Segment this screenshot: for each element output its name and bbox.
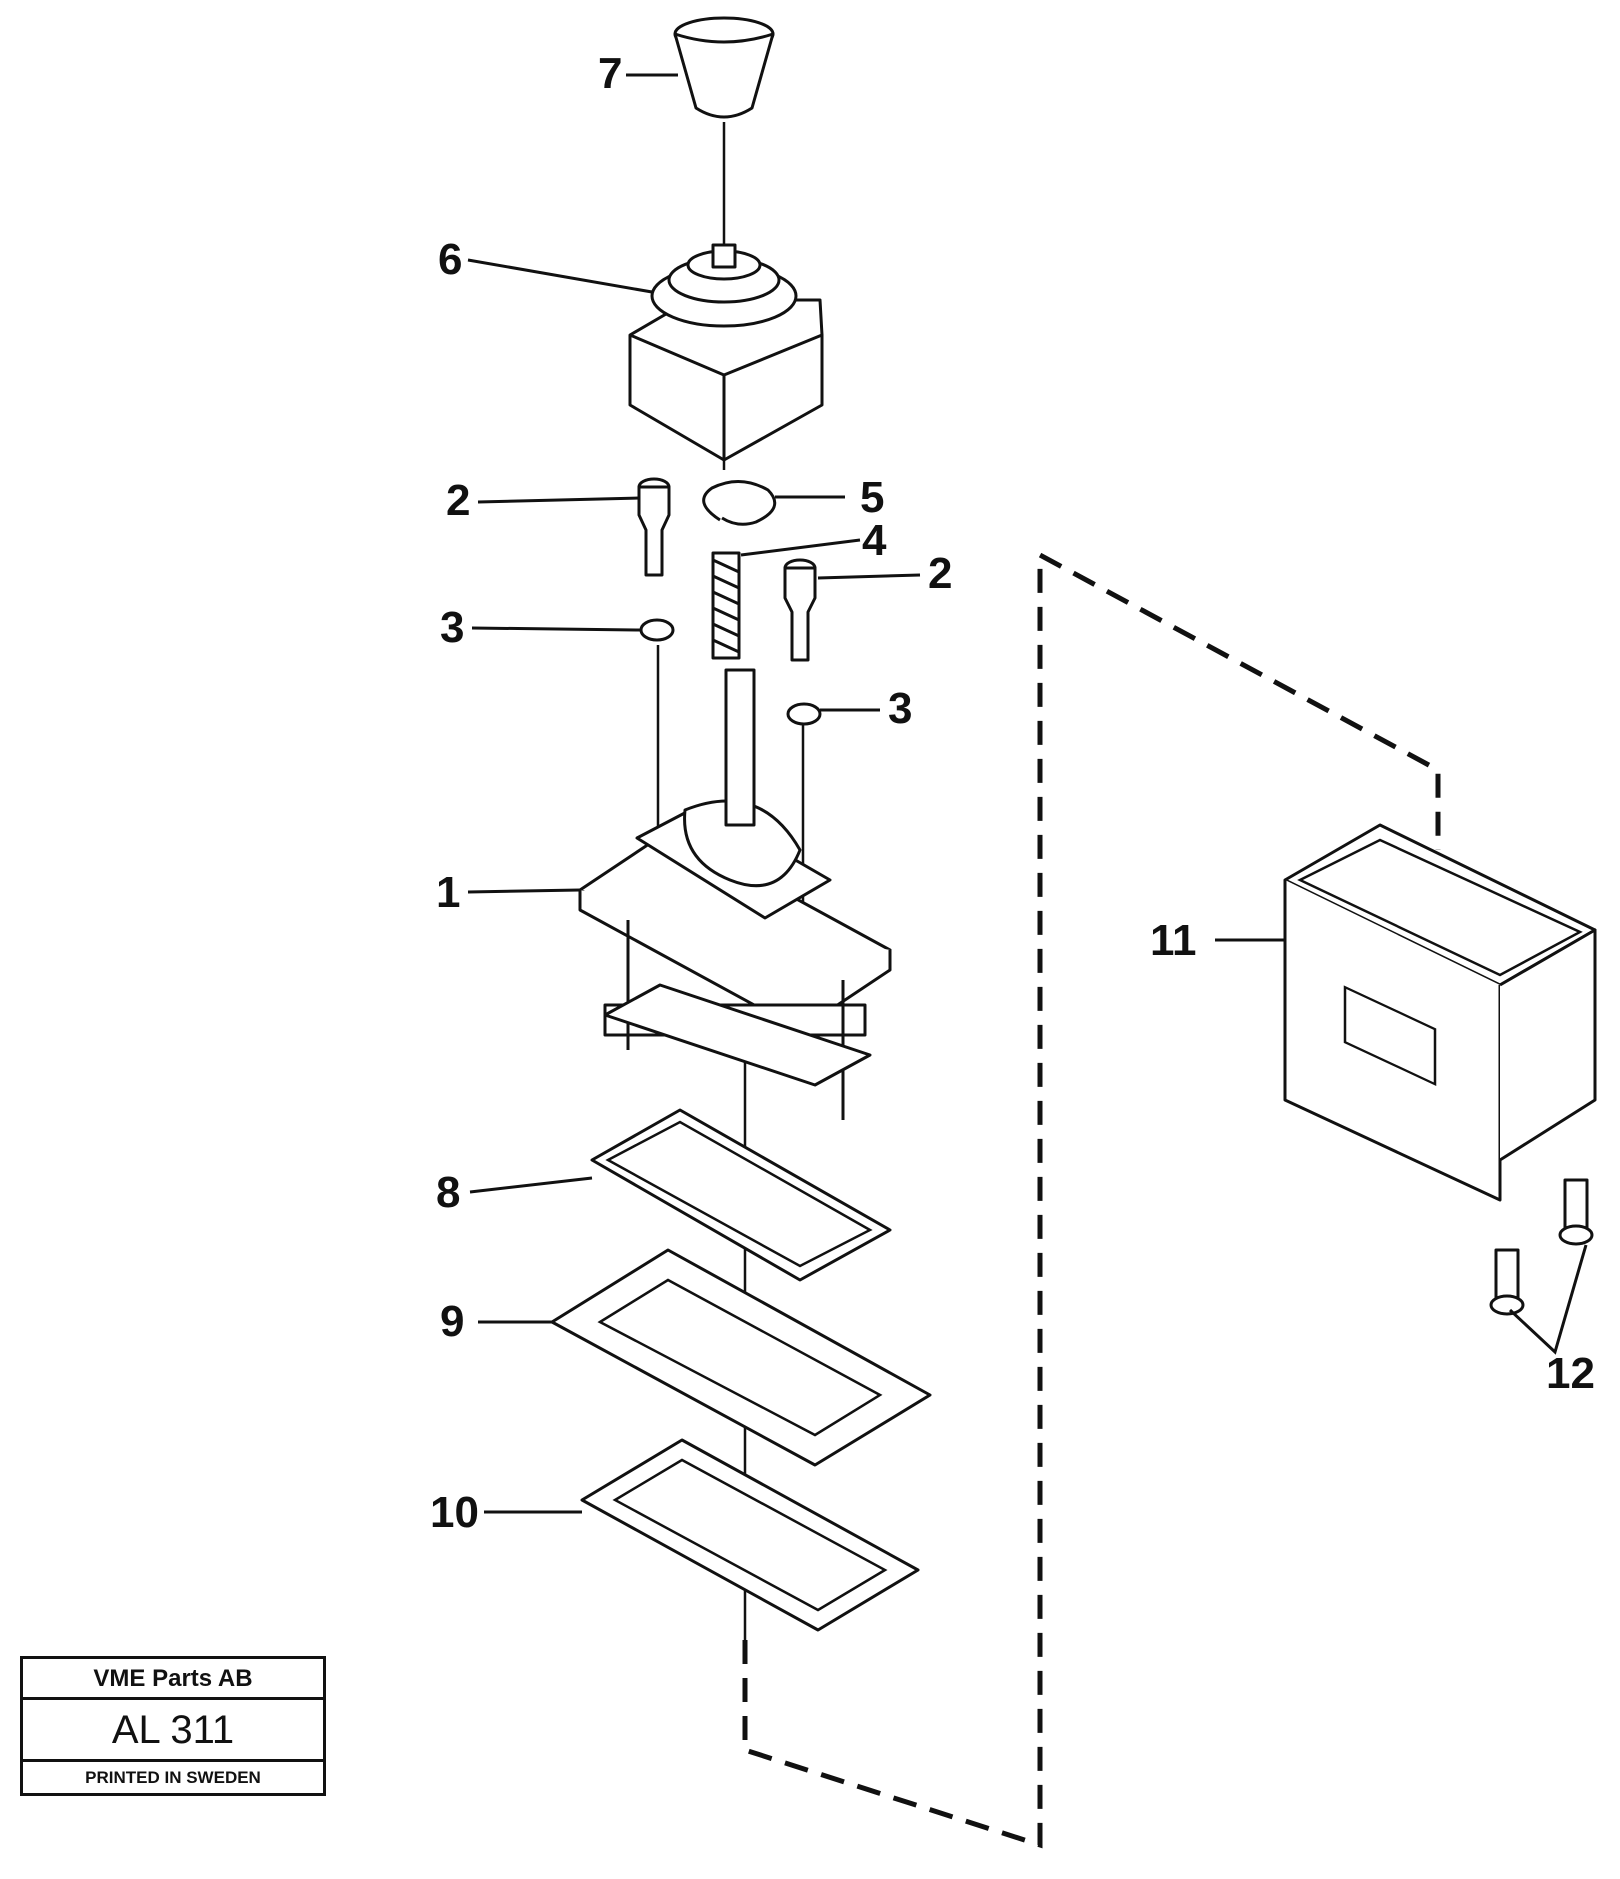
- title-block-company: VME Parts AB: [23, 1659, 323, 1700]
- callout-3-right: 3: [888, 684, 912, 733]
- part-2-screw-left: [637, 477, 671, 577]
- part-5-circlip: [702, 480, 777, 526]
- part-9-flange-plate: [550, 1248, 932, 1467]
- callout-4: 4: [862, 516, 887, 565]
- callout-12: 12: [1546, 1349, 1595, 1398]
- part-1-valve-body: [578, 668, 892, 1120]
- callout-5: 5: [860, 473, 884, 522]
- callout-2-right: 2: [928, 549, 952, 598]
- dashed-boundary-line: [742, 550, 1441, 1849]
- part-2-screw-right: [783, 558, 817, 662]
- callout-1: 1: [436, 868, 460, 917]
- callout-8: 8: [436, 1168, 460, 1217]
- callout-7: 7: [598, 49, 622, 98]
- title-block-reference: AL 311: [23, 1700, 323, 1762]
- part-4-spring: [711, 551, 741, 660]
- part-10-bottom-gasket: [580, 1438, 920, 1632]
- callout-3-left: 3: [440, 603, 464, 652]
- title-block: VME Parts AB AL 311 PRINTED IN SWEDEN: [20, 1656, 326, 1796]
- leader-lines: [467, 73, 1285, 1514]
- callout-6: 6: [438, 235, 462, 284]
- part-12-screws: [1489, 1178, 1594, 1355]
- part-8-gasket: [590, 1108, 892, 1282]
- part-6-boot: [628, 243, 824, 462]
- part-7-knob: [673, 16, 775, 119]
- part-3-washer-right: [786, 702, 822, 726]
- callout-2-left: 2: [446, 476, 470, 525]
- part-3-washer-left: [639, 618, 675, 642]
- callout-11: 11: [1150, 916, 1197, 965]
- part-11-housing: [1283, 823, 1597, 1202]
- title-block-printed: PRINTED IN SWEDEN: [85, 1768, 261, 1787]
- callout-10: 10: [430, 1488, 479, 1537]
- callout-9: 9: [440, 1297, 464, 1346]
